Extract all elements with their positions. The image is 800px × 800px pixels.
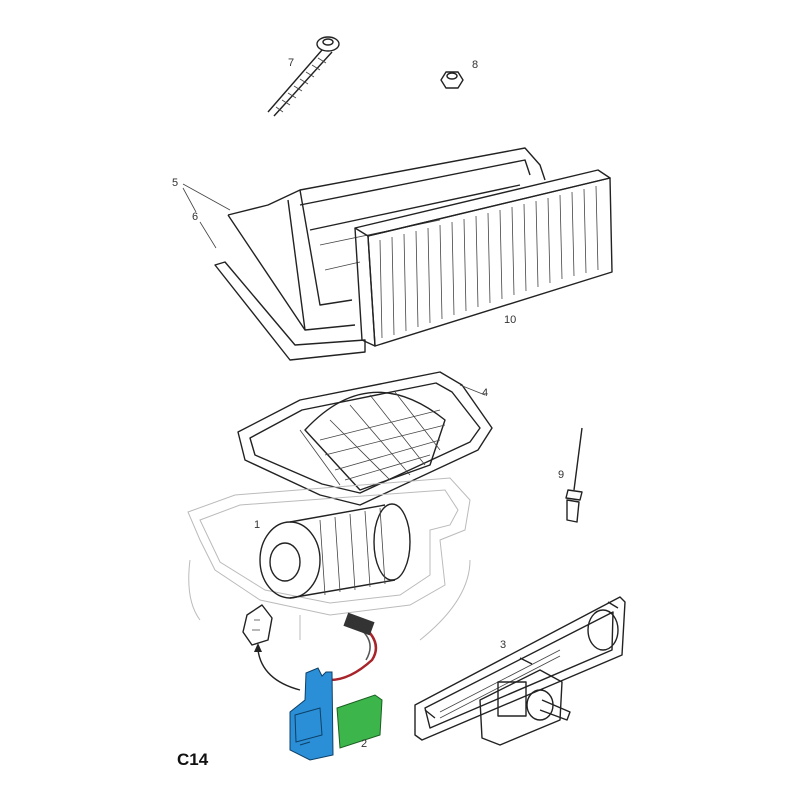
part-10-filter: 10: [354, 169, 613, 347]
callout-3: 3: [500, 639, 506, 651]
part-2-resistor: 2: [289, 612, 383, 761]
callout-4: 4: [482, 387, 488, 399]
resistor-body: [336, 694, 383, 749]
part-9-rivet: 9: [558, 427, 583, 523]
arrow-head-icon: [254, 643, 262, 652]
part-1-blower: 1: [187, 477, 471, 641]
callout-5: 5: [172, 177, 178, 189]
connector-socket: [242, 604, 301, 691]
diagram-code: C14: [177, 750, 209, 769]
part-4-cover: 4: [237, 371, 493, 506]
callout-9: 9: [558, 469, 564, 481]
callout-10: 10: [504, 314, 516, 326]
resistor-bracket: [289, 667, 334, 761]
callout-6: 6: [192, 211, 198, 223]
callout-2: 2: [361, 738, 367, 750]
part-8-nut: 8: [440, 59, 478, 89]
part-3-control-panel: 3: [414, 596, 626, 746]
callout-7: 7: [288, 57, 294, 69]
callout-8: 8: [472, 59, 478, 71]
part-7-screw: 7: [267, 36, 340, 117]
callout-1: 1: [254, 519, 260, 531]
